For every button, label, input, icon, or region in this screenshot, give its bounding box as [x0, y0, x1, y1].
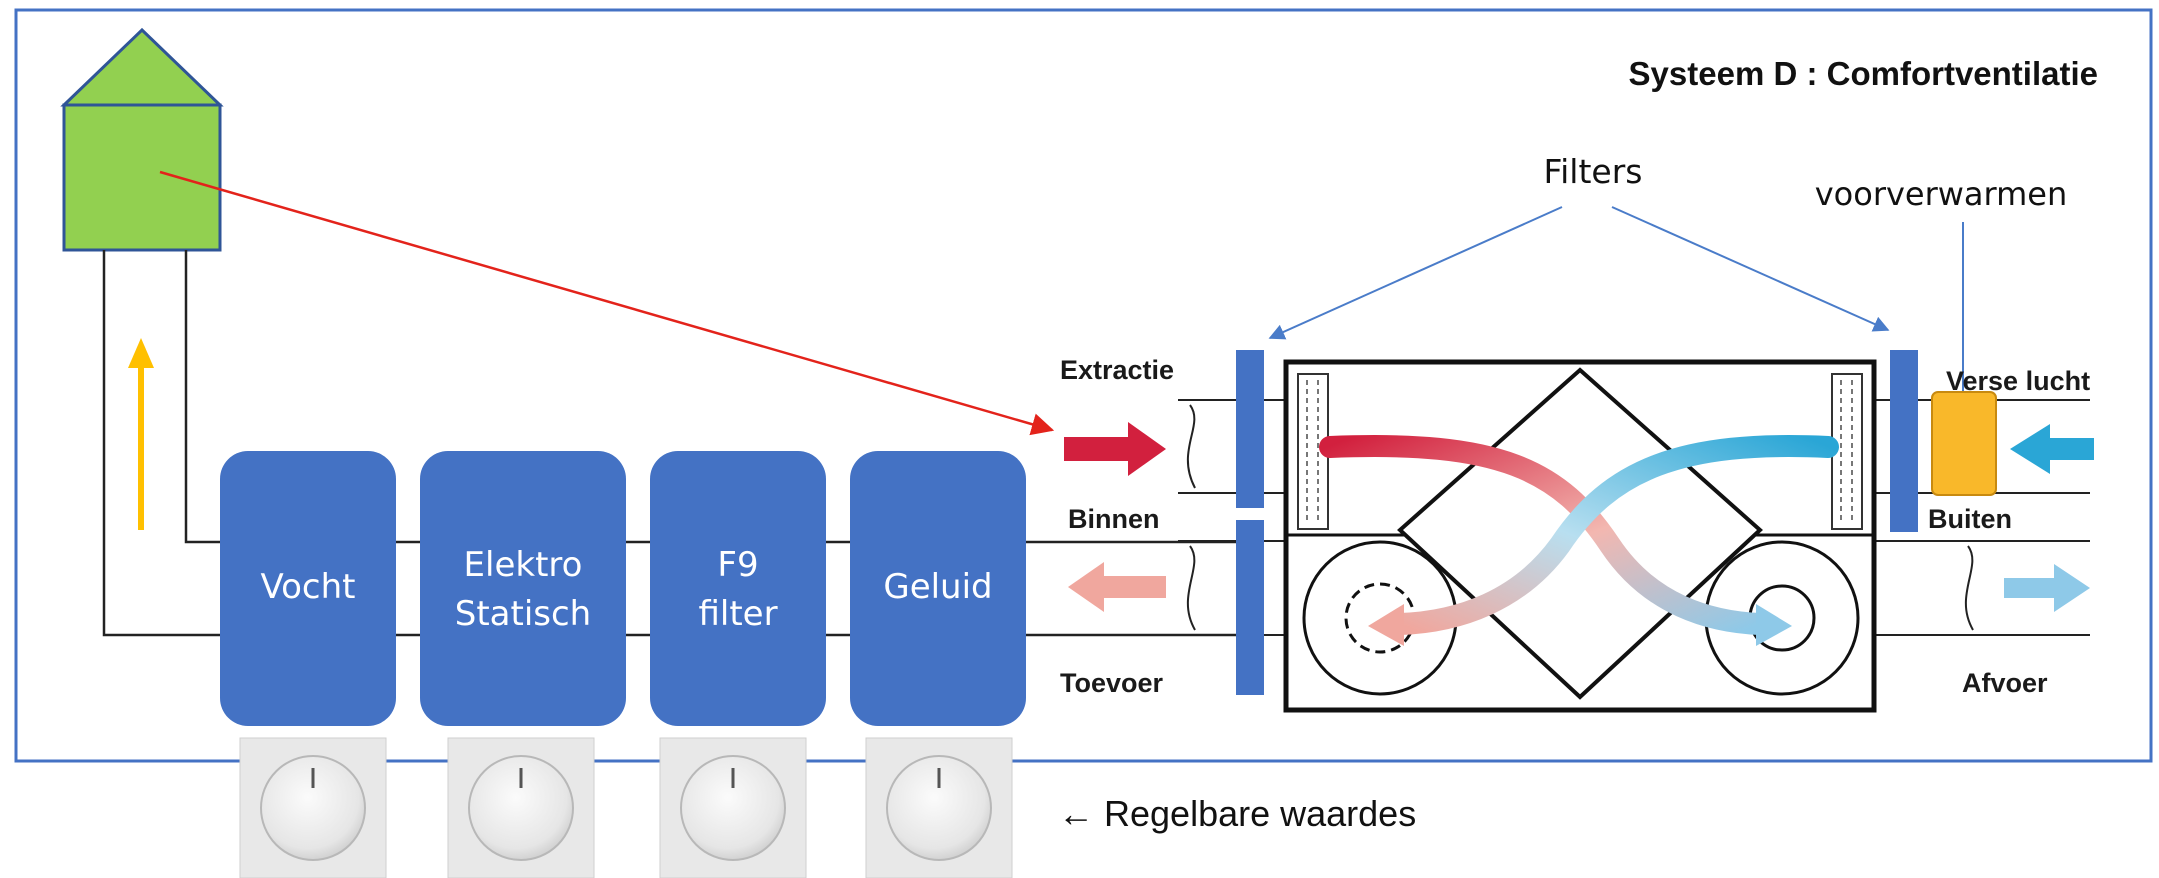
knob-f9-filter[interactable] — [659, 737, 807, 878]
knob-geluid[interactable] — [865, 737, 1013, 878]
diagram-title: Systeem D : Comfortventilatie — [1629, 55, 2098, 92]
filter-pointer — [1611, 206, 1890, 332]
exhaust-arrow-icon — [2004, 564, 2090, 612]
diagram-frame — [14, 8, 2153, 763]
supply-label: Toevoer — [1060, 668, 1164, 698]
filters-label: Filters — [1544, 152, 1643, 191]
link-arrow — [159, 170, 1055, 436]
module-label: Vocht — [261, 567, 356, 607]
fresh-air-label: Verse lucht — [1946, 366, 2090, 396]
module-f9-filter: F9 filter — [650, 451, 826, 726]
knob-elektro-statisch[interactable] — [447, 737, 595, 878]
extraction-label: Extractie — [1060, 355, 1174, 385]
knob-vocht[interactable] — [239, 737, 387, 878]
module-label: filter — [698, 594, 777, 634]
module-label: F9 — [717, 545, 758, 585]
module-elektro-statisch: Elektro Statisch — [420, 451, 626, 726]
outside-label: Buiten — [1928, 504, 2012, 534]
module-geluid: Geluid — [850, 451, 1026, 726]
fresh-air-arrow-icon — [2010, 424, 2094, 474]
heat-exchanger — [1178, 350, 2090, 713]
extraction-arrow-icon — [1064, 422, 1166, 476]
inside-label: Binnen — [1068, 504, 1160, 534]
exhaust-label: Afvoer — [1962, 668, 2048, 698]
up-arrow-icon — [128, 338, 154, 530]
preheat-label: voorverwarmen — [1815, 175, 2068, 213]
filter-pointer — [1268, 206, 1563, 340]
module-label: Statisch — [455, 594, 591, 634]
supply-arrow-icon — [1068, 562, 1166, 612]
module-vocht: Vocht — [220, 451, 396, 726]
adjustable-values-label: ← Regelbare waardes — [1058, 793, 1416, 834]
house-icon — [60, 27, 224, 252]
module-label: Geluid — [883, 567, 992, 607]
module-label: Elektro — [464, 545, 583, 585]
